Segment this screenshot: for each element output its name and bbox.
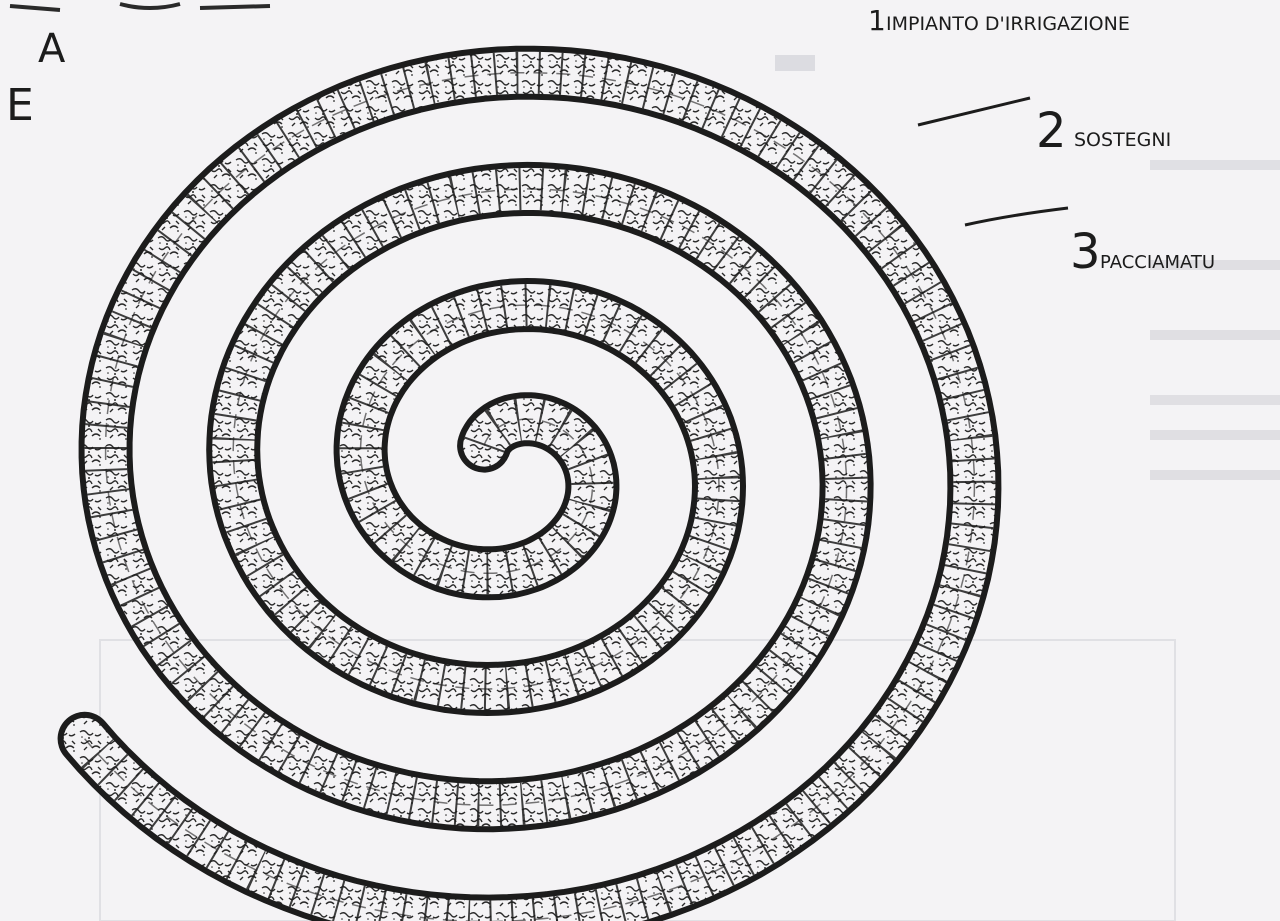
- leader-line-pacciamatu: [965, 208, 1068, 225]
- legend-number-2: 2: [1036, 103, 1067, 159]
- legend-label-1: IMPIANTO D'IRRIGAZIONE: [886, 13, 1130, 35]
- corner-letter-e: E: [6, 80, 34, 131]
- leader-line-sostegni: [918, 98, 1030, 125]
- cropped-top-text-stroke: [10, 4, 270, 10]
- legend-item-1: 1 IMPIANTO D'IRRIGAZIONE: [868, 4, 1130, 37]
- corner-letter-a: A: [38, 26, 66, 72]
- spiral-band-fill: [85, 73, 975, 921]
- spiral-bed: [85, 73, 975, 921]
- legend-number-1: 1: [868, 4, 886, 37]
- legend-number-3: 3: [1070, 224, 1101, 280]
- legend-item-2: 2 SOSTEGNI: [1036, 103, 1171, 159]
- legend-label-2: SOSTEGNI: [1074, 129, 1171, 151]
- legend-label-3: PACCIAMATU: [1100, 252, 1215, 273]
- legend-item-3: 3 PACCIAMATU: [1070, 224, 1215, 280]
- show-through-background: [100, 55, 1280, 921]
